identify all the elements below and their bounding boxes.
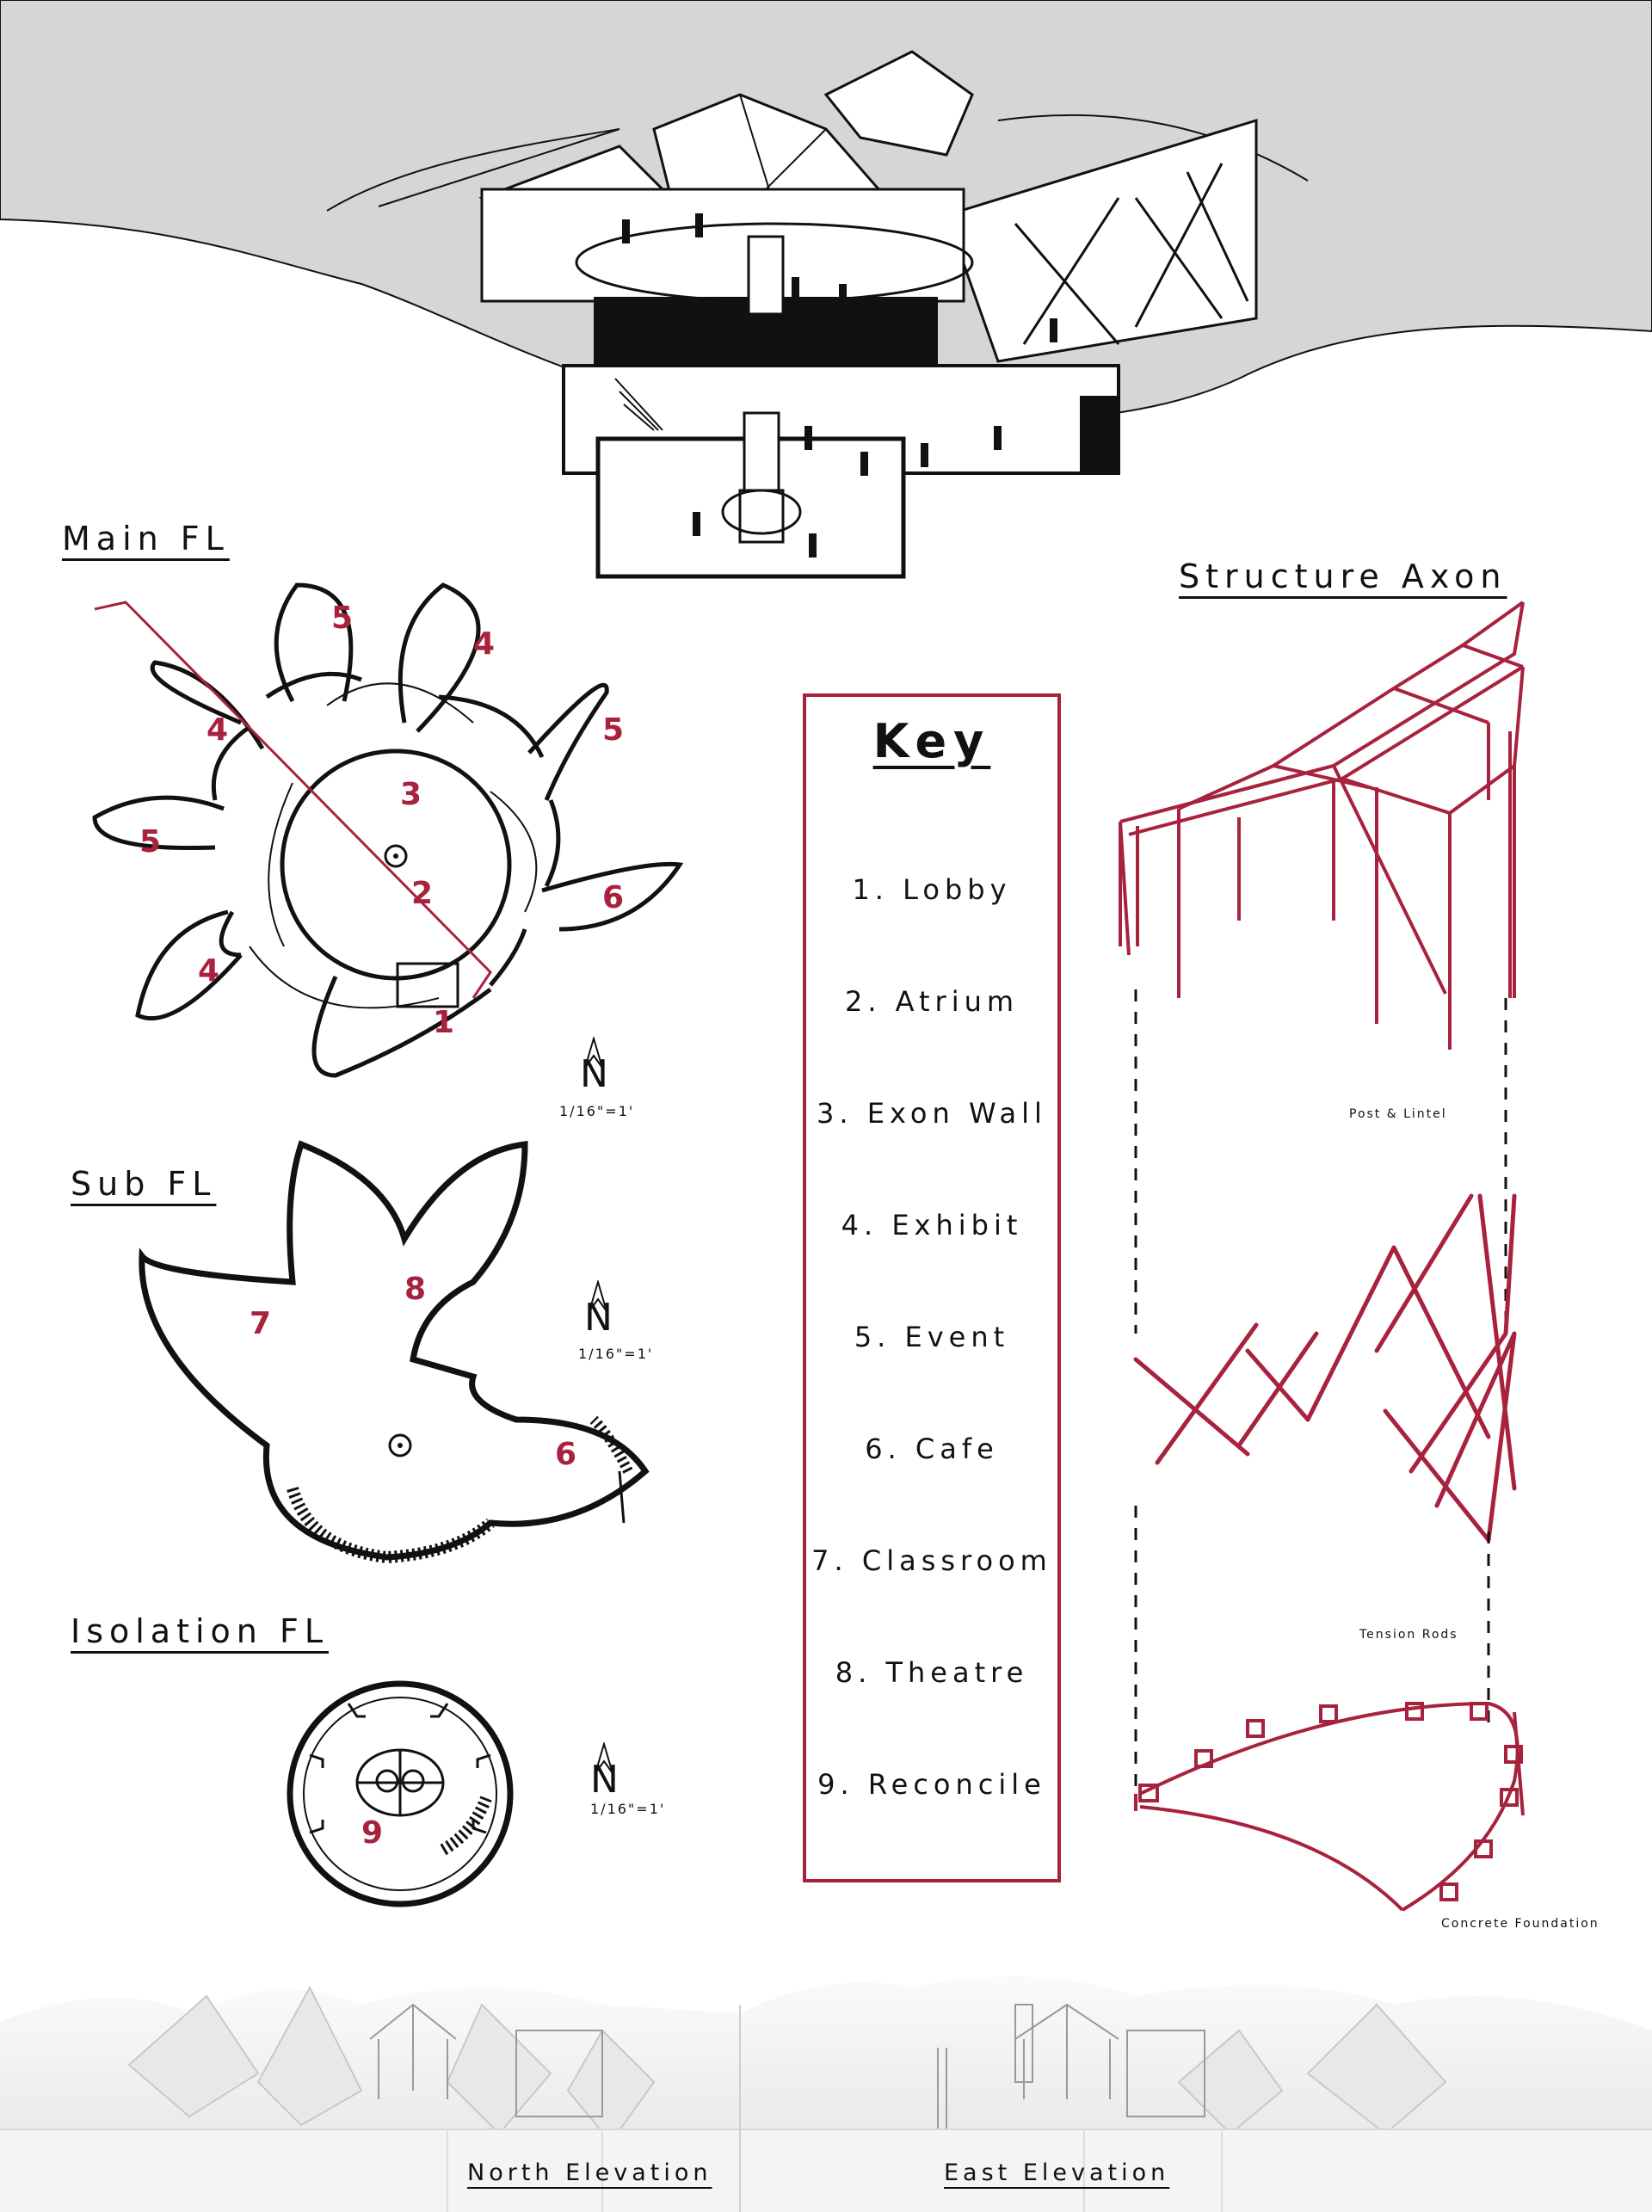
main-room-number: 5 [139,824,161,860]
sub-floor-title: Sub FL [71,1165,217,1203]
key-item: 6. Cafe [865,1433,999,1465]
key-item: 2. Atrium [844,985,1020,1018]
main-room-number: 1 [433,1005,454,1040]
isolation-floor-scale: 1/16"=1' [590,1801,666,1817]
key-item: 1. Lobby [852,873,1012,906]
key-item: 3. Exon Wall [817,1097,1047,1130]
north-elevation-label: North Elevation [467,2160,712,2186]
main-room-number: 6 [602,880,624,915]
main-floor-plan: 5 4 4 5 3 5 2 6 4 1 [92,582,684,1078]
sub-room-number: 8 [404,1272,426,1307]
compass-letter: N [584,1296,613,1340]
north-arrow-icon: N [576,1035,611,1096]
main-room-number: 4 [198,953,219,989]
elevation-renderings [0,1953,1652,2212]
east-elevation-label: East Elevation [944,2160,1170,2186]
concrete-foundation-label: Concrete Foundation [1441,1917,1600,1931]
isolation-floor-plan: 9 [287,1680,514,1907]
sub-floor-scale: 1/16"=1' [578,1346,654,1362]
isolation-floor-title: Isolation FL [71,1612,329,1650]
main-room-number: 4 [206,712,228,748]
sub-room-number: 6 [555,1437,576,1472]
key-item: 4. Exhibit [841,1209,1023,1242]
main-floor-scale: 1/16"=1' [559,1103,635,1119]
perspective-section [0,0,1652,579]
main-room-number: 5 [331,601,353,636]
main-room-number: 4 [473,626,495,662]
north-arrow-icon: N [587,1741,621,1802]
sub-floor-plan: 8 7 6 [139,1140,650,1564]
north-arrow-icon: N [581,1279,615,1340]
key-item: 7. Classroom [811,1544,1052,1577]
isolation-room-number: 9 [361,1815,383,1851]
main-floor-title: Main FL [62,520,230,558]
sub-room-number: 7 [250,1306,271,1341]
main-room-number: 3 [400,777,422,812]
key-panel: Key 1. Lobby 2. Atrium 3. Exon Wall 4. E… [803,693,1061,1882]
main-room-number: 5 [602,712,624,748]
main-room-number: 2 [411,876,433,911]
structure-axon-title: Structure Axon [1179,558,1507,595]
compass-letter: N [590,1758,619,1802]
key-item: 8. Theatre [835,1656,1029,1689]
compass-letter: N [580,1052,608,1096]
key-title: Key [872,714,991,768]
structure-axon-diagram [1119,601,1525,1912]
post-lintel-label: Post & Lintel [1349,1107,1447,1121]
key-item: 9. Reconcile [817,1768,1046,1801]
tension-rods-label: Tension Rods [1359,1628,1458,1642]
key-item: 5. Event [854,1321,1010,1353]
